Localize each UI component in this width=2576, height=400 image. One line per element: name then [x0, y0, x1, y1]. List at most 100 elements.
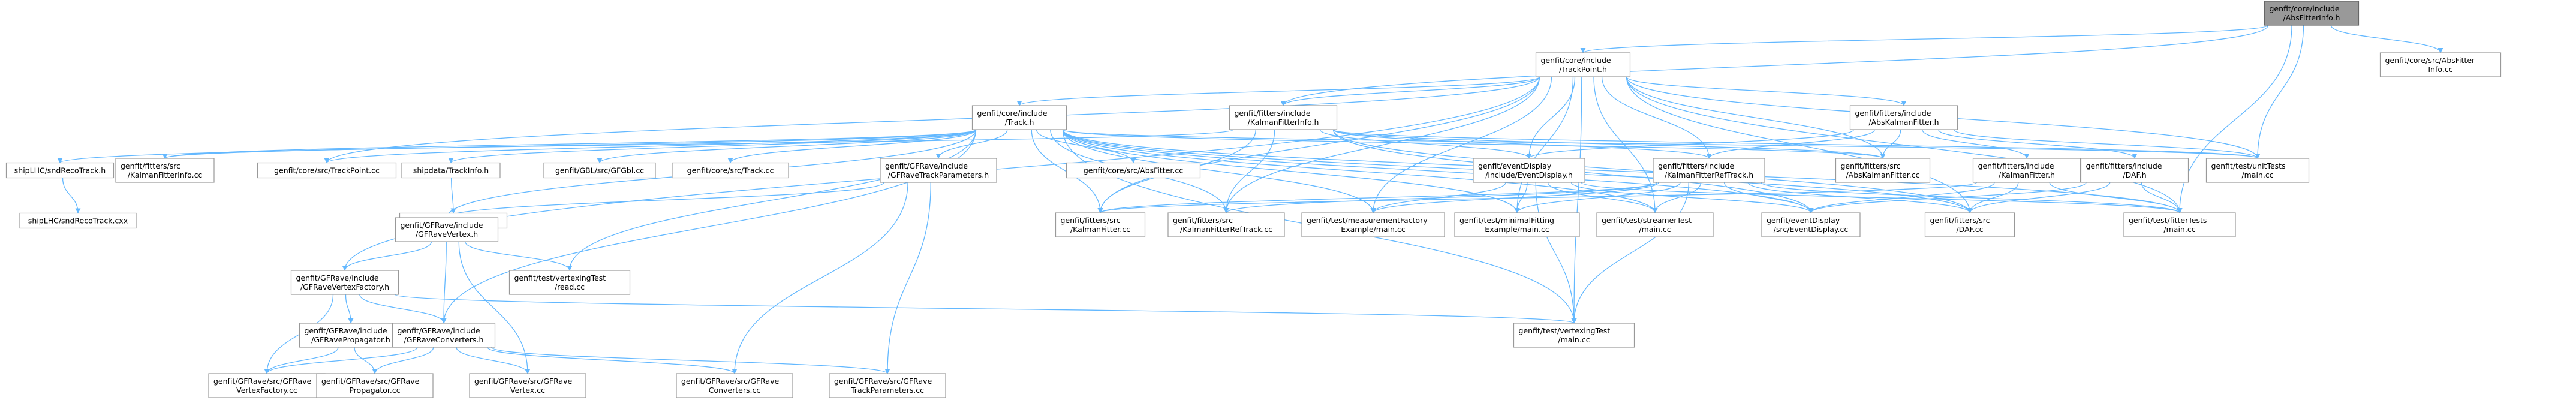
node-label-line: genfit/core/src/TrackPoint.cc [274, 166, 380, 175]
node-label-line: /main.cc [1558, 335, 1590, 344]
node-label-line: /KalmanFitter.cc [1070, 225, 1130, 234]
dependency-edge [1280, 76, 1540, 106]
graph-node-minimalfitting-main[interactable]: genfit/test/minimalFittingExample/main.c… [1454, 212, 1580, 237]
dependency-edge [372, 347, 434, 374]
node-box [316, 373, 434, 398]
dependency-edge [359, 294, 447, 324]
graph-node-shiplhc-h[interactable]: shipLHC/sndRecoTrack.h [5, 162, 115, 179]
node-box [257, 162, 397, 179]
dependency-edge [727, 129, 977, 164]
node-label-line: shipLHC/sndRecoTrack.h [14, 166, 106, 175]
dependency-edge [342, 241, 432, 271]
node-label-line: genfit/test/streamerTest [1602, 216, 1692, 225]
graph-node-fittertests-main[interactable]: genfit/test/fitterTests/main.cc [2123, 212, 2236, 237]
graph-node-gfravevertex-cc[interactable]: genfit/GFRave/src/GFRaveVertex.cc [469, 373, 586, 398]
graph-node-abskalmanfitter-h[interactable]: genfit/fitters/include/AbsKalmanFitter.h [1849, 105, 1958, 130]
graph-node-daf-cc[interactable]: genfit/fitters/src/DAF.cc [1924, 212, 2015, 237]
graph-node-unittests-main[interactable]: genfit/test/unitTests/main.cc [2205, 158, 2310, 183]
dependency-edge [1062, 129, 2183, 213]
graph-node-vertexingtest-main[interactable]: genfit/test/vertexingTest/main.cc [1513, 323, 1635, 348]
graph-node-gfravevertex-h[interactable]: genfit/GFRave/include/GFRaveVertex.h [395, 217, 499, 242]
node-box [5, 162, 115, 179]
graph-node-track-cc[interactable]: genfit/core/src/Track.cc [672, 162, 789, 179]
dependency-edge [62, 178, 81, 214]
node-box [395, 217, 499, 242]
node-label-line: genfit/test/unitTests [2211, 161, 2286, 170]
dependency-edge [1593, 76, 1658, 213]
node-label-line: genfit/GFRave/include [885, 161, 968, 170]
node-box [1055, 212, 1146, 237]
dependency-edge [884, 182, 931, 374]
graph-node-kalmanfitterinfo-cc[interactable]: genfit/fitters/src/KalmanFitterInfo.cc [115, 158, 215, 183]
dependency-edge [1370, 76, 1552, 213]
graph-node-absfitterinfo-cc[interactable]: genfit/core/src/AbsFitterInfo.cc [2379, 52, 2502, 77]
graph-node-gfravevertexfactory-h[interactable]: genfit/GFRave/include/GFRaveVertexFactor… [290, 270, 399, 295]
node-label-line: /AbsFitterInfo.h [2283, 13, 2340, 22]
node-box [290, 270, 399, 295]
node-label-line: genfit/fitters/include [1235, 109, 1311, 118]
dependency-edge [1036, 129, 1136, 164]
graph-node-track-h[interactable]: genfit/core/include/Track.h [971, 105, 1067, 130]
node-label-line: Example/main.cc [1485, 225, 1549, 234]
graph-node-trackinfo-h[interactable]: shipdata/TrackInfo.h [401, 162, 501, 179]
dependency-edge [1016, 76, 1540, 106]
graph-node-kalmanfitter-cc[interactable]: genfit/fitters/src/KalmanFitter.cc [1055, 212, 1146, 237]
graph-node-gfraveconverters-cc[interactable]: genfit/GFRave/src/GFRaveConverters.cc [676, 373, 793, 398]
graph-node-daf-h[interactable]: genfit/fitters/include/DAF.h [2080, 158, 2189, 183]
dependency-edge [1706, 129, 1875, 159]
dependency-edge [1319, 129, 1532, 159]
dependency-edge [1223, 129, 1275, 213]
graph-node-eventdisplay-h[interactable]: genfit/eventDisplay/include/EventDisplay… [1473, 158, 1585, 183]
dependency-edge [1062, 129, 1520, 213]
graph-node-gfravepropagator-h[interactable]: genfit/GFRave/include/GFRavePropagator.h [299, 323, 403, 348]
dependency-edge [1723, 182, 1814, 213]
graph-node-trackpoint-cc[interactable]: genfit/core/src/TrackPoint.cc [257, 162, 397, 179]
graph-node-streamertest-main[interactable]: genfit/test/streamerTest/main.cc [1596, 212, 1714, 237]
graph-node-absfitter-cc[interactable]: genfit/core/src/AbsFitter.cc [1066, 162, 1201, 179]
graph-node-gfravetrackparameters-cc[interactable]: genfit/GFRave/src/GFRaveTrackParameters.… [829, 373, 946, 398]
graph-node-measurementfactory-main[interactable]: genfit/test/measurementFactoryExample/ma… [1301, 212, 1445, 237]
dependency-edge [444, 182, 884, 218]
graph-node-gfraveconverters-h[interactable]: genfit/GFRave/include/GFRaveConverters.h [392, 323, 496, 348]
graph-node-kalmanfitter-h[interactable]: genfit/fitters/include/KalmanFitter.h [1972, 158, 2081, 183]
graph-node-gfravevertexfactory-cc[interactable]: genfit/GFRave/src/GFRaveVertexFactory.cc [208, 373, 326, 398]
dependency-edge [1626, 76, 1973, 213]
dependency-edge [732, 182, 908, 374]
graph-node-vertexingtest-read[interactable]: genfit/test/vertexingTest/read.cc [508, 270, 631, 295]
graph-node-abskalmanfitter-cc[interactable]: genfit/fitters/src/AbsKalmanFitter.cc [1835, 158, 1931, 183]
node-label-line: genfit/fitters/src [121, 161, 180, 170]
graph-node-gfgbl-cc[interactable]: genfit/GBL/src/GFGbl.cc [543, 162, 656, 179]
node-label-line: /DAF.cc [1956, 225, 1983, 234]
dependency-edge [1626, 76, 1886, 159]
dependency-edge [264, 347, 339, 374]
node-label-line: genfit/GFRave/include [296, 273, 379, 282]
node-label-line: genfit/fitters/src [1841, 161, 1901, 170]
graph-node-kalmanfitterinfo-h[interactable]: genfit/fitters/include/KalmanFitterInfo.… [1229, 105, 1338, 130]
dependency-edge [1652, 182, 1702, 213]
node-label-line: /GFRaveVertexFactory.h [300, 282, 389, 291]
node-label-line: genfit/GBL/src/GFGbl.cc [555, 166, 644, 175]
node-box [2264, 1, 2360, 26]
node-label-line: genfit/GFRave/include [401, 221, 483, 230]
graph-node-shiplhc-cxx[interactable]: shipLHC/sndRecoTrack.cxx [19, 212, 137, 229]
graph-node-kalmanfitterreftrack-cc[interactable]: genfit/fitters/src/KalmanFitterRefTrack.… [1167, 212, 1285, 237]
graph-node-kalmanfitterreftrack-h[interactable]: genfit/fitters/include/KalmanFitterRefTr… [1653, 158, 1765, 183]
node-label-line: /main.cc [2163, 225, 2195, 234]
dependency-edge [1280, 25, 2269, 106]
dependency-edge [2141, 182, 2183, 213]
graph-node-gfravepropagator-cc[interactable]: genfit/GFRave/src/GFRavePropagator.cc [316, 373, 434, 398]
graph-node-absfitterinfo-h: genfit/core/include/AbsFitterInfo.h [2264, 1, 2360, 26]
dependency-edge [1880, 129, 1901, 159]
node-label-line: /read.cc [555, 282, 585, 291]
node-box [401, 162, 501, 179]
dependency-edge [2049, 182, 2183, 213]
graph-node-trackpoint-h[interactable]: genfit/core/include/TrackPoint.h [1535, 52, 1631, 77]
node-box [115, 158, 215, 183]
dependency-edge [465, 241, 573, 271]
dependency-edge [1031, 129, 1103, 213]
graph-node-gfravetrackparameters-h[interactable]: genfit/GFRave/include/GFRaveTrackParamet… [880, 158, 997, 183]
node-box [971, 105, 1067, 130]
nodes-layer: genfit/core/include/AbsFitterInfo.h genfi… [5, 1, 2502, 398]
node-box [1066, 162, 1201, 179]
graph-node-eventdisplay-cc[interactable]: genfit/eventDisplay/src/EventDisplay.cc [1761, 212, 1861, 237]
